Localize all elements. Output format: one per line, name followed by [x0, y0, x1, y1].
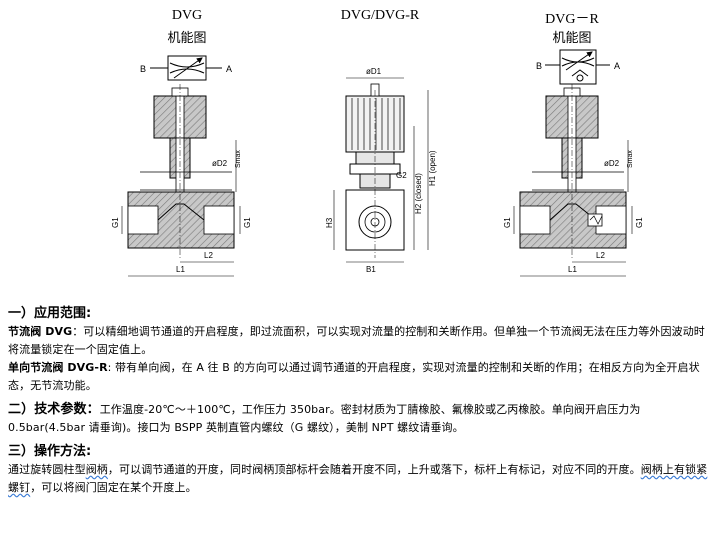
dim-l1-1: L1 [176, 265, 185, 274]
section3-text-c: ，可以将阀门固定在某个开度上。 [30, 481, 197, 494]
section1-heading: 一）应用范围: [8, 306, 92, 321]
dim-l2-1: L2 [204, 251, 213, 260]
dim-h3: H3 [325, 217, 334, 228]
figure3-subtitle: 机能图 [552, 31, 592, 46]
section2-text: 工作温度-20℃～＋100℃，工作压力 350bar。密封材质为丁腈橡胶、氟橡胶… [8, 403, 641, 434]
port-a-label-r: A [614, 61, 620, 71]
port-b-label: B [140, 64, 146, 74]
port-a-label: A [226, 64, 232, 74]
dim-g1-3a: G1 [503, 217, 512, 228]
dim-l1-3: L1 [568, 265, 577, 274]
dvgr-section-drawing: øD2 Smax G1 G1 L2 L1 [503, 84, 644, 277]
figure1-title: DVG [171, 8, 203, 23]
section1-p1-label: 节流阀 DVG [8, 325, 73, 338]
dim-d2-3: øD2 [604, 159, 620, 168]
dim-h2: H2 (closed) [414, 173, 423, 214]
section3-text-b: ，可以调节通道的开度，同时阀柄顶部标杆会随着开度不同，上升或落下，标杆上有标记，… [107, 463, 641, 476]
section1-p2-label: 单向节流阀 DVG-R [8, 361, 108, 374]
throttle-symbol-dvg: B A [140, 55, 232, 81]
section3-text-a: 通过旋转圆柱型 [8, 463, 86, 476]
section1-paragraph1: 节流阀 DVG：可以精细地调节通道的开启程度，即过流面积，可以实现对流量的控制和… [8, 323, 708, 359]
dim-g1-1b: G1 [243, 217, 252, 228]
dim-d1: øD1 [366, 67, 382, 76]
section3-paragraph: 通过旋转圆柱型阀柄，可以调节通道的开度，同时阀柄顶部标杆会随着开度不同，上升或落… [8, 461, 708, 497]
dim-g1-1a: G1 [111, 217, 120, 228]
figure3-title: DVG－R [545, 12, 599, 27]
throttle-check-symbol-dvgr: B A [536, 49, 620, 85]
dim-g1-3b: G1 [635, 217, 644, 228]
port-b-label-r: B [536, 61, 542, 71]
section2-heading: 二）技术参数： [8, 402, 100, 417]
description-text: 一）应用范围: 节流阀 DVG：可以精细地调节通道的开启程度，即过流面积，可以实… [8, 305, 708, 497]
dvg-front-view-drawing: øD1 G2 B1 H3 H2 (closed) H1 (open) [325, 67, 437, 274]
section2-paragraph: 二）技术参数：工作温度-20℃～＋100℃，工作压力 350bar。密封材质为丁… [8, 401, 708, 437]
technical-drawings: B A øD2 Smax G1 G1 L2 L1 øD1 [111, 49, 644, 277]
dim-d2-1: øD2 [212, 159, 228, 168]
section3-lock-screw-term: 阀柄上有锁紧螺钉 [8, 463, 708, 494]
dim-smax-1: Smax [235, 150, 242, 168]
section1-p1-text: ：可以精细地调节通道的开启程度，即过流面积，可以实现对流量的控制和关断作用。但单… [8, 325, 705, 356]
section1-paragraph2: 单向节流阀 DVG-R: 带有单向阀，在 A 往 B 的方向可以通过调节通道的开… [8, 359, 708, 395]
figure2-title: DVG/DVG-R [340, 8, 420, 23]
dim-h1: H1 (open) [428, 150, 437, 186]
dim-smax-3: Smax [627, 150, 634, 168]
section3-heading: 三）操作方法: [8, 444, 92, 459]
dvg-section-drawing: øD2 Smax G1 G1 L2 L1 [111, 84, 252, 277]
dim-g2: G2 [396, 171, 407, 180]
dim-b1: B1 [366, 265, 376, 274]
section3-handle-term: 阀柄 [85, 463, 108, 476]
figure1-subtitle: 机能图 [167, 31, 207, 46]
dim-l2-3: L2 [596, 251, 605, 260]
section1-p2-text: : 带有单向阀，在 A 往 B 的方向可以通过调节通道的开启程度，实现对流量的控… [8, 361, 700, 392]
